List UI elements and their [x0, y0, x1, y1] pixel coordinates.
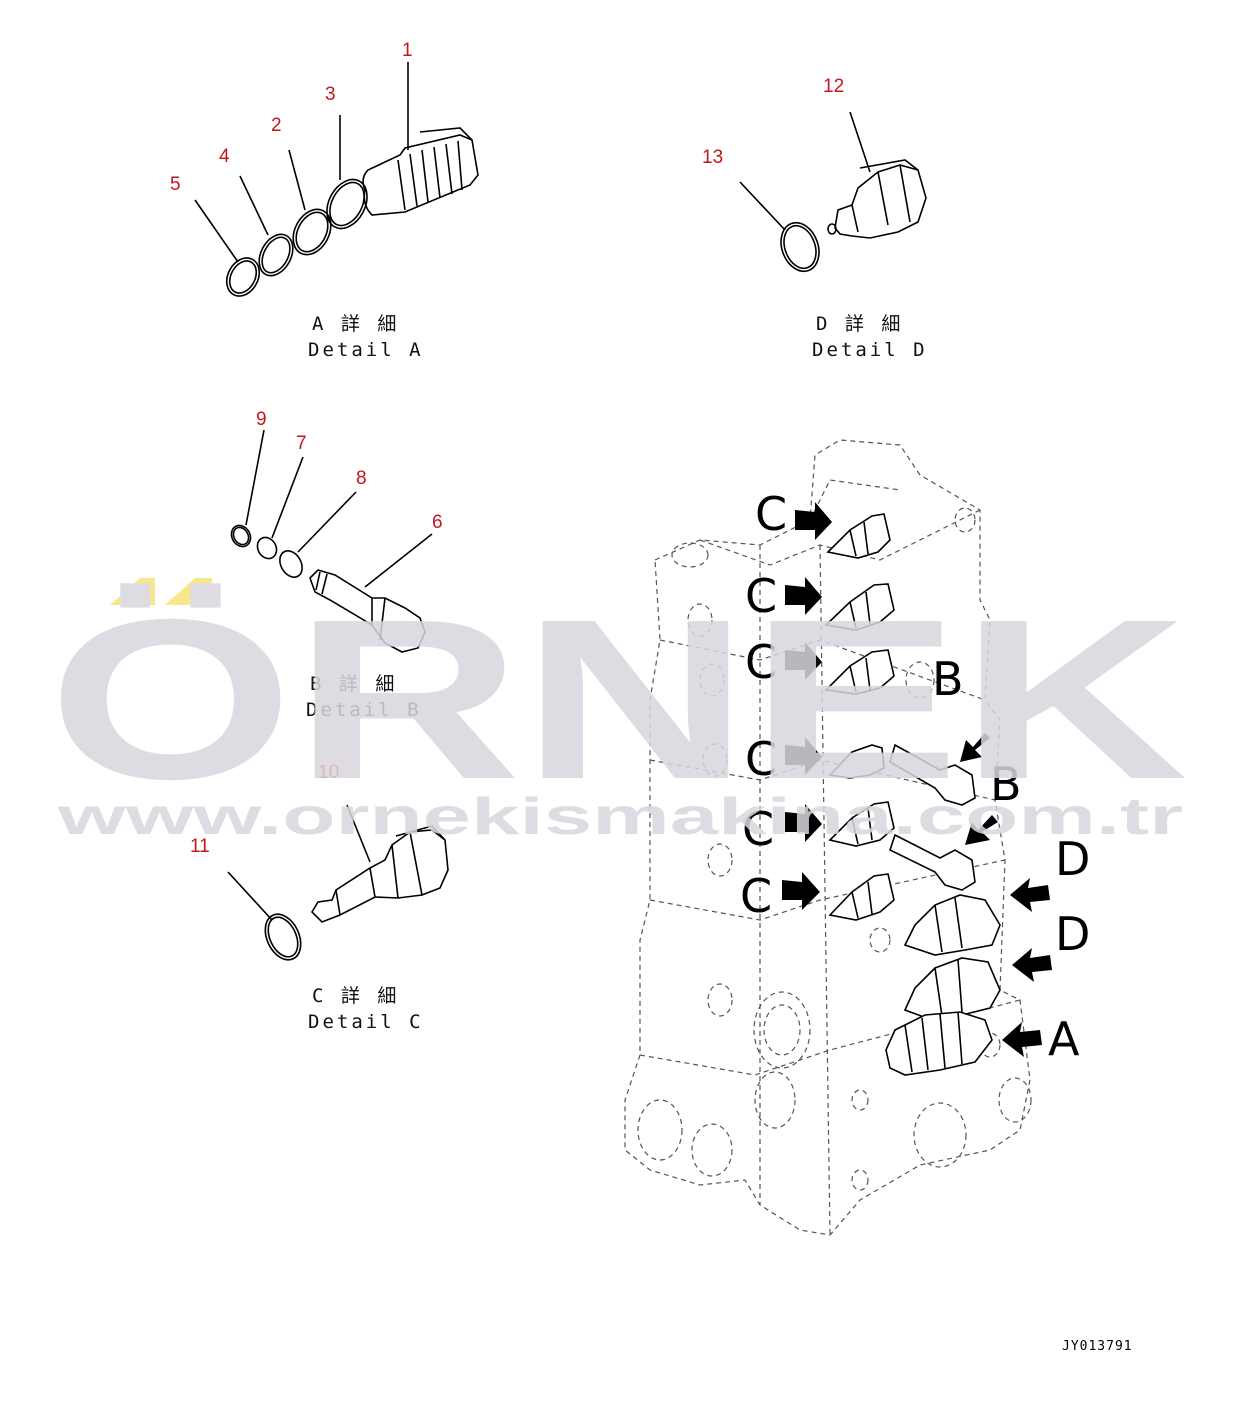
- arrow-c-2-icon: [785, 577, 822, 615]
- arrow-b-2-icon: [965, 815, 998, 845]
- part-7-ring[interactable]: [254, 534, 281, 562]
- detail-c-en: Detail C: [308, 1011, 424, 1033]
- callout-8: 8: [356, 468, 367, 489]
- part-10-valve[interactable]: [310, 825, 449, 923]
- part-1-relief-valve[interactable]: [362, 127, 479, 216]
- part-11-ring[interactable]: [258, 908, 307, 965]
- arrow-c-4-icon: [785, 737, 822, 775]
- watermark-brand: ÖRNEK: [48, 573, 1188, 827]
- part-9-ring[interactable]: [228, 522, 255, 550]
- callout-10: 10: [318, 762, 339, 783]
- label-c-1: C: [755, 487, 787, 541]
- label-b-1: B: [932, 652, 964, 706]
- detail-d-jp: D 詳 細: [816, 313, 903, 335]
- arrow-d-2-icon: [1012, 948, 1052, 982]
- part-8-ring[interactable]: [275, 547, 306, 581]
- valve-c-3[interactable]: [824, 649, 895, 695]
- watermark-url: www.ornekismakina.com.tr: [56, 788, 1183, 846]
- arrow-b-1-icon: [960, 733, 990, 762]
- callout-7: 7: [296, 433, 307, 454]
- control-valve-assembly: C C C C C C B B D D A: [624, 439, 1090, 1236]
- callout-12: 12: [823, 76, 844, 97]
- watermark: ÖRNEK www.ornekismakina.com.tr: [48, 573, 1188, 846]
- valve-c-5[interactable]: [828, 801, 895, 847]
- callout-3: 3: [325, 84, 336, 105]
- label-c-3: C: [745, 635, 777, 689]
- plug-b-2[interactable]: [889, 833, 976, 891]
- callout-4: 4: [219, 146, 230, 167]
- detail-d-en: Detail D: [812, 339, 928, 361]
- detail-c-group: 10 11 C 詳 細 Detail C: [190, 762, 449, 1033]
- detail-b-jp: B 詳 細: [310, 673, 397, 695]
- detail-a-en: Detail A: [308, 339, 424, 361]
- callout-11: 11: [190, 836, 210, 857]
- valve-c-6[interactable]: [828, 873, 895, 921]
- part-3-ring[interactable]: [319, 173, 375, 236]
- arrow-a-icon: [1002, 1022, 1042, 1057]
- label-c-5: C: [742, 802, 774, 856]
- detail-a-group: 1 3 2 4 5 A 詳 細 Detail A: [170, 40, 479, 361]
- drawing-id: JY013791: [1062, 1339, 1133, 1354]
- part-2-ring[interactable]: [286, 203, 339, 261]
- label-c-4: C: [745, 732, 777, 786]
- callout-13: 13: [702, 147, 723, 168]
- arrow-c-5-icon: [785, 804, 822, 842]
- callout-5: 5: [170, 174, 181, 195]
- label-b-2: B: [990, 757, 1022, 811]
- valve-ports: [637, 507, 1032, 1191]
- label-c-2: C: [745, 569, 777, 623]
- callout-6: 6: [432, 512, 443, 533]
- watermark-accent-right: [165, 578, 212, 605]
- label-a-1: A: [1048, 1012, 1080, 1066]
- part-4-ring[interactable]: [252, 229, 299, 282]
- part-13-ring[interactable]: [775, 217, 826, 276]
- part-6-plug[interactable]: [309, 569, 426, 653]
- part-12-valve[interactable]: [827, 159, 927, 239]
- arrow-d-1-icon: [1010, 878, 1050, 912]
- arrow-c-1-icon: [795, 502, 832, 540]
- detail-d-group: 12 13 D 詳 細 Detail D: [702, 76, 928, 361]
- valve-c-1[interactable]: [826, 513, 891, 559]
- label-d-2: D: [1055, 907, 1090, 961]
- label-d-1: D: [1055, 832, 1090, 886]
- valve-c-2[interactable]: [824, 583, 895, 631]
- part-5-ring[interactable]: [220, 252, 265, 301]
- label-c-6: C: [740, 869, 772, 923]
- callout-1: 1: [402, 40, 413, 61]
- plug-b-1[interactable]: [889, 743, 976, 806]
- valve-a-1[interactable]: [885, 1011, 993, 1076]
- arrow-c-6-icon: [782, 872, 820, 910]
- valve-d-1[interactable]: [903, 894, 1001, 956]
- valve-c-4[interactable]: [828, 744, 885, 779]
- detail-b-group: 9 7 8 6 B 詳 細 Detail B: [228, 409, 443, 721]
- watermark-accent-left: [110, 578, 155, 605]
- callout-2: 2: [271, 115, 282, 136]
- valve-d-2[interactable]: [903, 957, 1001, 1021]
- detail-b-en: Detail B: [306, 699, 422, 721]
- callout-9: 9: [256, 409, 267, 430]
- arrow-c-3-icon: [785, 642, 822, 680]
- detail-c-jp: C 詳 細: [312, 985, 399, 1007]
- detail-a-jp: A 詳 細: [312, 313, 399, 335]
